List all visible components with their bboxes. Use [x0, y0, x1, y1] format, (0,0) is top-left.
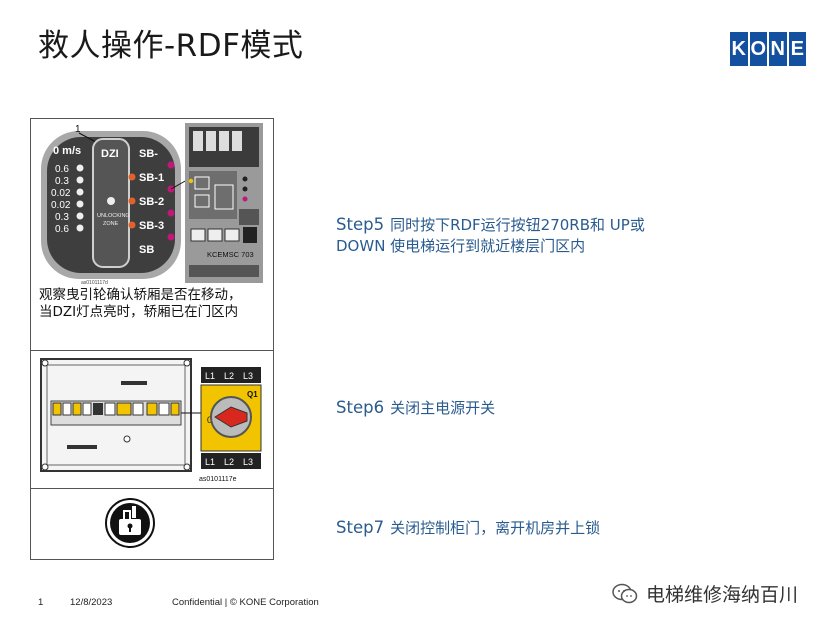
step-label: Step5 [336, 215, 385, 234]
unlocking-label: UNLOCKING [97, 213, 130, 219]
switch-label-top: L3 [243, 371, 253, 381]
sb-label: SB- [139, 148, 158, 160]
sb-label: SB-2 [139, 196, 164, 208]
switch-knob [214, 406, 248, 428]
switch-label-bottom: L2 [224, 457, 234, 467]
step-text: 关闭控制柜门，离开机房并上锁 [390, 519, 601, 537]
speed-led [76, 164, 84, 172]
figure-box: 0 m/s 1 0.6 0.3 0.02 0.02 0.3 0.6 DZI UN… [30, 118, 274, 560]
logo-letter: E [788, 32, 806, 66]
image-code: as0101117d [81, 280, 108, 286]
callout-number: 1 [75, 124, 81, 135]
caption-line: 观察曳引轮确认轿厢是否在移动， [39, 287, 242, 303]
slide-title: 救人操作-RDF模式 [38, 28, 304, 64]
lock-illustration [105, 498, 155, 548]
footer-date: 12/8/2023 [70, 597, 113, 608]
panel-dzi-indicator: 0 m/s 1 0.6 0.3 0.02 0.02 0.3 0.6 DZI UN… [31, 119, 273, 351]
footer-confidential: Confidential | © KONE Corporation [172, 597, 319, 608]
speed-value: 0.6 [55, 164, 69, 175]
switch-label-bottom: L1 [205, 457, 215, 467]
speed-value: 0.02 [51, 200, 71, 211]
sb-led [167, 209, 175, 217]
step-label: Step7 [336, 518, 385, 537]
sb-label: SB-3 [139, 220, 164, 232]
zone-label: ZONE [103, 221, 119, 227]
logo-letter: N [769, 32, 787, 66]
sb-led [167, 161, 175, 169]
switch-label-top: L1 [205, 371, 215, 381]
dzi-label: DZI [101, 148, 119, 160]
speed-led [76, 200, 84, 208]
kone-logo: K O N E [730, 32, 806, 66]
image-code: as0101117e [199, 476, 237, 483]
board-label: KCEMSC 703 [207, 250, 254, 259]
step-5: Step5 同时按下RDF运行按钮270RB和 UP或 DOWN 使电梯运行到就近… [336, 214, 645, 257]
speed-led [76, 212, 84, 220]
watermark-text: 电梯维修海纳百川 [646, 584, 799, 606]
speed-led [76, 176, 84, 184]
watermark: 电梯维修海纳百川 [612, 580, 798, 607]
sb-label: SB-1 [139, 172, 164, 184]
logo-letter: K [730, 32, 748, 66]
speed-led [76, 188, 84, 196]
chat-bubble-icon [612, 583, 638, 603]
panel1-caption: 观察曳引轮确认轿厢是否在移动， 当DZI灯点亮时，轿厢已在门区内 [39, 287, 242, 321]
sb-led [128, 173, 136, 181]
speed-led [76, 224, 84, 232]
step-text: 同时按下RDF运行按钮270RB和 UP或 [390, 216, 645, 234]
speed-label: 0 m/s [53, 145, 81, 157]
speed-value: 0.6 [55, 224, 69, 235]
sb-label: SB [139, 244, 154, 256]
footer-page-number: 1 [38, 597, 44, 608]
sb-led [167, 233, 175, 241]
sb-led [128, 221, 136, 229]
caption-line: 当DZI灯点亮时，轿厢已在门区内 [39, 304, 239, 320]
step-6: Step6 关闭主电源开关 [336, 397, 495, 419]
step-text: 关闭主电源开关 [390, 399, 496, 417]
switch-label-bottom: L3 [243, 457, 253, 467]
sb-led [128, 197, 136, 205]
switch-q-label: Q1 [247, 390, 258, 399]
main-switch-illustration: L1 L2 L3 Q1 0 L1 L2 L3 as0101117e [40, 358, 262, 483]
panel-main-switch: L1 L2 L3 Q1 0 L1 L2 L3 as0101117e [31, 351, 273, 489]
step-7: Step7 关闭控制柜门，离开机房并上锁 [336, 517, 600, 539]
dzi-board-illustration: 0 m/s 1 0.6 0.3 0.02 0.02 0.3 0.6 DZI UN… [41, 123, 263, 286]
step-text: DOWN 使电梯运行到就近楼层门区内 [336, 237, 586, 255]
switch-zero-label: 0 [207, 415, 212, 425]
speed-value: 0.02 [51, 188, 71, 199]
dzi-led [107, 197, 115, 205]
speed-value: 0.3 [55, 212, 69, 223]
step-label: Step6 [336, 398, 385, 417]
switch-label-top: L2 [224, 371, 234, 381]
speed-value: 0.3 [55, 176, 69, 187]
panel-lock [31, 489, 273, 559]
logo-letter: O [749, 32, 767, 66]
